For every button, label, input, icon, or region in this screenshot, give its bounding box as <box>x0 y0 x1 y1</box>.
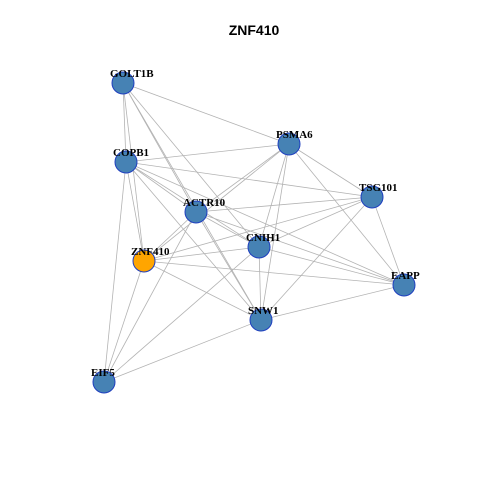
edge-psma6-cnih1 <box>258 143 290 248</box>
edge-psma6-eapp <box>288 143 405 286</box>
edge-znf410-snw1 <box>143 260 262 321</box>
edge-copb1-znf410 <box>125 161 145 262</box>
edge-tsg101-cnih1 <box>258 196 373 248</box>
node-label-snw1: SNW1 <box>248 305 279 317</box>
node-label-psma6: PSMA6 <box>276 129 313 141</box>
edge-actr10-cnih1 <box>195 211 260 248</box>
edge-tsg101-eapp <box>371 196 405 286</box>
edge-actr10-znf410 <box>143 211 197 262</box>
node-circle-cnih1[interactable] <box>247 235 271 259</box>
edge-znf410-cnih1 <box>143 246 260 262</box>
edge-actr10-eapp <box>195 211 405 286</box>
edge-cnih1-eif5 <box>103 246 260 383</box>
node-label-znf410: ZNF410 <box>131 246 170 258</box>
edge-golt1b-copb1 <box>122 82 127 163</box>
node-label-copb1: COPB1 <box>113 147 149 159</box>
node-circle-eif5[interactable] <box>92 370 116 394</box>
edge-psma6-tsg101 <box>288 143 373 198</box>
edge-znf410-eif5 <box>103 260 145 383</box>
edge-copb1-eif5 <box>103 161 127 383</box>
edge-copb1-actr10 <box>125 161 197 213</box>
edge-layer <box>103 82 405 383</box>
edge-tsg101-snw1 <box>260 196 373 321</box>
edge-golt1b-znf410 <box>122 82 145 262</box>
node-circle-copb1[interactable] <box>114 150 138 174</box>
node-cnih1[interactable]: CNIH1 <box>246 232 280 259</box>
diagram-title: ZNF410 <box>229 22 280 38</box>
edge-golt1b-psma6 <box>122 82 290 145</box>
node-label-eapp: EAPP <box>391 270 420 282</box>
edge-snw1-eapp <box>260 284 405 321</box>
node-psma6[interactable]: PSMA6 <box>276 129 313 156</box>
edge-tsg101-actr10 <box>195 196 373 213</box>
edge-copb1-snw1 <box>125 161 262 321</box>
node-actr10[interactable]: ACTR10 <box>183 197 226 224</box>
node-eif5[interactable]: EIF5 <box>91 367 116 394</box>
node-snw1[interactable]: SNW1 <box>248 305 279 332</box>
node-label-eif5: EIF5 <box>91 367 115 379</box>
edge-cnih1-eapp <box>258 246 405 286</box>
edge-tsg101-znf410 <box>143 196 373 262</box>
edge-cnih1-snw1 <box>258 246 262 321</box>
node-golt1b[interactable]: GOLT1B <box>110 68 154 95</box>
edge-psma6-copb1 <box>125 143 290 163</box>
node-circle-psma6[interactable] <box>277 132 301 156</box>
edge-psma6-actr10 <box>195 143 290 213</box>
edge-actr10-eif5 <box>103 211 197 383</box>
edge-znf410-eapp <box>143 260 405 286</box>
node-znf410[interactable]: ZNF410 <box>131 246 170 273</box>
node-eapp[interactable]: EAPP <box>391 270 420 297</box>
edge-psma6-znf410 <box>143 143 290 262</box>
edge-golt1b-cnih1 <box>122 82 260 248</box>
node-copb1[interactable]: COPB1 <box>113 147 149 174</box>
node-circle-snw1[interactable] <box>249 308 273 332</box>
node-circle-eapp[interactable] <box>392 273 416 297</box>
edge-psma6-snw1 <box>260 143 290 321</box>
node-tsg101[interactable]: TSG101 <box>359 182 398 209</box>
node-circle-tsg101[interactable] <box>360 185 384 209</box>
node-label-golt1b: GOLT1B <box>110 68 154 80</box>
node-circle-golt1b[interactable] <box>111 71 135 95</box>
node-label-actr10: ACTR10 <box>183 197 226 209</box>
node-circle-znf410[interactable] <box>132 249 156 273</box>
edge-copb1-tsg101 <box>125 161 373 198</box>
node-label-cnih1: CNIH1 <box>246 232 280 244</box>
node-circle-actr10[interactable] <box>184 200 208 224</box>
edge-copb1-eapp <box>125 161 405 286</box>
edge-snw1-eif5 <box>103 319 262 383</box>
node-label-tsg101: TSG101 <box>359 182 398 194</box>
edge-actr10-snw1 <box>195 211 262 321</box>
